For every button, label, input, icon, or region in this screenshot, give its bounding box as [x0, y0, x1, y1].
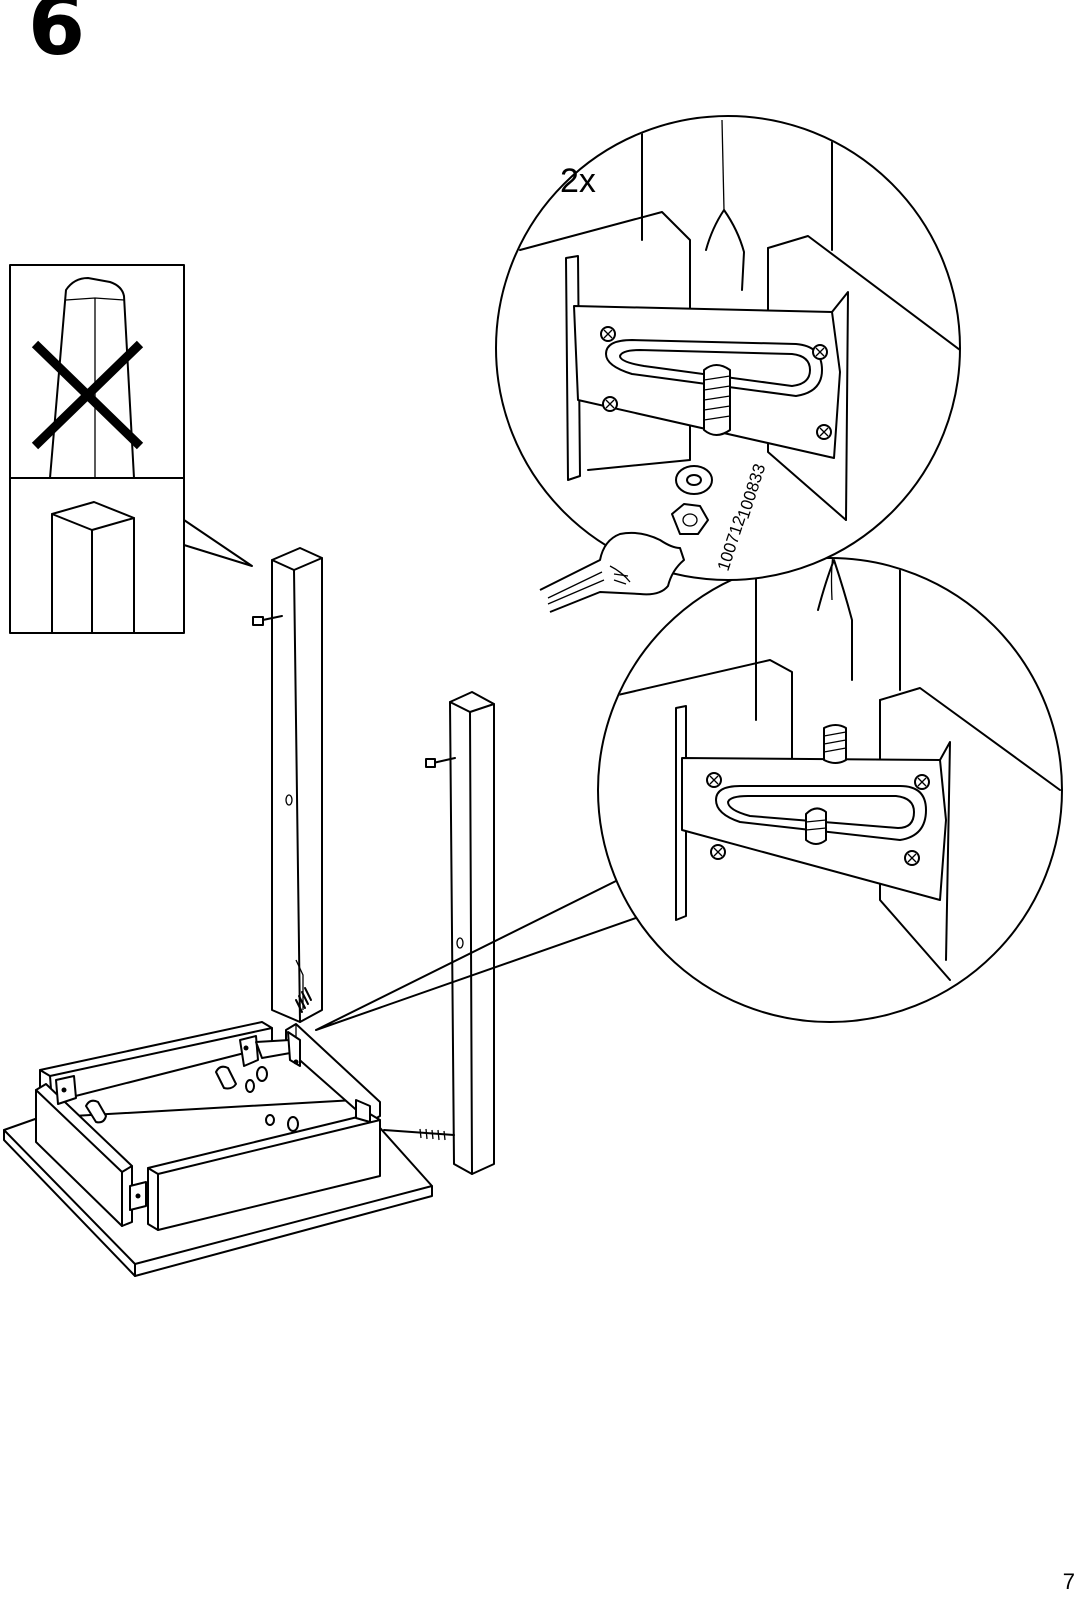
corner-bracket	[130, 1182, 146, 1210]
quantity-label: 2x	[560, 162, 596, 200]
detail-exploded: 2x 100833 100712	[496, 116, 960, 612]
crossed-out-tapered-leg-end-icon	[35, 278, 140, 478]
right-leg	[384, 692, 494, 1174]
wrench-icon	[540, 533, 684, 612]
square-leg-end-icon	[52, 502, 134, 633]
corner-bracket	[56, 1076, 76, 1104]
leg-orientation-inset	[10, 265, 252, 633]
hanger-bolt	[384, 1129, 454, 1140]
washer	[676, 466, 712, 494]
left-leg	[253, 548, 322, 1022]
detail-assembled	[596, 540, 1062, 1022]
base-frame	[4, 1022, 432, 1276]
